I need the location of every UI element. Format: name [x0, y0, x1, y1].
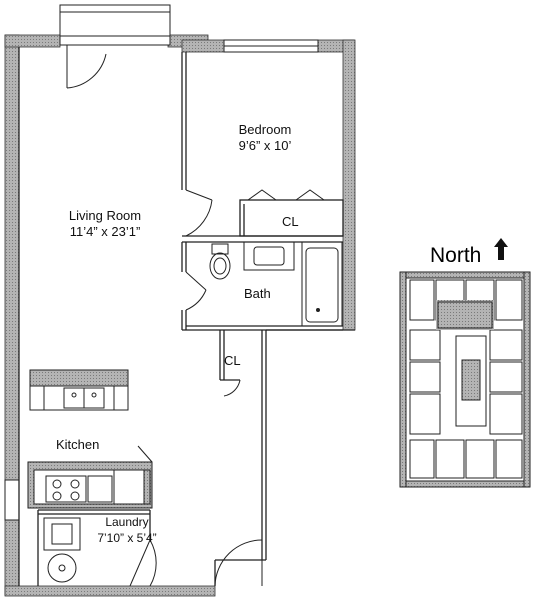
north-arrow-icon	[494, 238, 508, 260]
laundry-dims: 7’10” x 5’4”	[97, 531, 157, 545]
bedroom-dims: 9’6” x 10’	[238, 138, 292, 153]
doors	[66, 45, 325, 587]
living-room-label: Living Room 11’4” x 23’1”	[52, 208, 158, 240]
living-room-dims: 11’4” x 23’1”	[69, 224, 141, 239]
bath-label: Bath	[244, 286, 271, 301]
laundry-label: Laundry 7’10” x 5’4”	[96, 514, 158, 546]
bedroom-closet-label: CL	[282, 214, 299, 229]
laundry-name: Laundry	[105, 515, 149, 529]
key-plan	[399, 271, 531, 488]
windows	[4, 4, 319, 521]
exterior-walls	[4, 34, 356, 597]
bedroom-label: Bedroom 9’6” x 10’	[222, 122, 308, 154]
kitchen-island	[29, 369, 129, 411]
bath-fixtures	[209, 241, 343, 327]
living-room-name: Living Room	[68, 208, 142, 223]
hall-closet-label: CL	[224, 353, 241, 368]
laundry-appliances	[43, 517, 81, 583]
north-label: North	[430, 244, 482, 267]
kitchen-counter	[27, 445, 153, 509]
kitchen-label: Kitchen	[56, 437, 100, 452]
bedroom-name: Bedroom	[238, 122, 292, 137]
